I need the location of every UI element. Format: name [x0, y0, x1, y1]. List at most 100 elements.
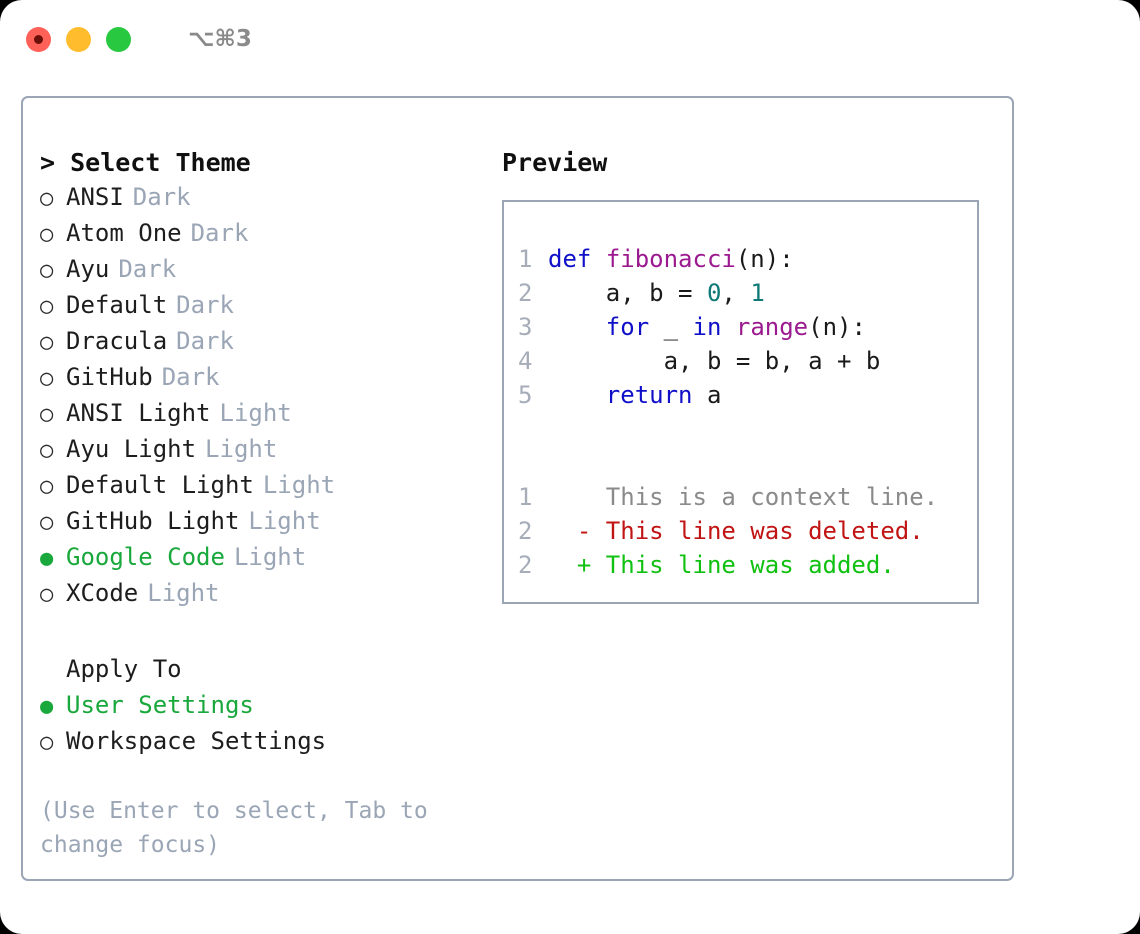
minimize-button[interactable] [66, 26, 91, 52]
diff-sample: 1 This is a context line.2 - This line w… [518, 480, 977, 582]
code-line: 1 def fibonacci(n): [518, 242, 977, 276]
theme-option-label: Atom One [66, 219, 182, 247]
radio-unselected-icon: ○ [40, 366, 54, 391]
theme-option-label: Ayu Light [66, 435, 197, 463]
code-token-plain: a [692, 381, 722, 409]
diff-line-text-add: + This line was added. [548, 551, 895, 579]
keyboard-shortcut-label: ⌥⌘3 [188, 26, 252, 52]
line-number: 1 [518, 245, 533, 273]
theme-option-label: XCode [66, 579, 139, 607]
code-line: 4 a, b = b, a + b [518, 344, 977, 378]
diff-line: 2 + This line was added. [518, 548, 977, 582]
theme-option-label: Google Code [66, 543, 225, 571]
maximize-button[interactable] [106, 26, 131, 52]
theme-option-variant-tag: Dark [118, 255, 177, 283]
radio-unselected-icon: ○ [40, 222, 54, 247]
code-token-plain: , [721, 279, 751, 307]
theme-option-dracula[interactable]: ○ Dracula Dark [40, 324, 493, 360]
theme-option-variant-tag: Light [147, 579, 220, 607]
radio-selected-icon: ● [40, 694, 54, 719]
title-bar: ⌥⌘3 [0, 0, 1140, 78]
theme-option-variant-tag: Dark [161, 363, 220, 391]
code-line-text: for _ in range(n): [548, 310, 866, 344]
preview-title: Preview [502, 148, 608, 177]
theme-option-variant-tag: Light [248, 507, 321, 535]
code-token-plain: a, b = b, a + b [548, 347, 881, 375]
select-theme-header: > Select Theme [40, 148, 251, 177]
apply-to-option-label: Workspace Settings [66, 727, 327, 755]
theme-option-variant-tag: Light [219, 399, 292, 427]
code-line: 3 for _ in range(n): [518, 310, 977, 344]
theme-option-variant-tag: Dark [190, 219, 249, 247]
line-number: 2 [518, 279, 533, 307]
theme-option-label: Ayu [66, 255, 110, 283]
line-number: 3 [518, 313, 533, 341]
theme-option-label: Dracula [66, 327, 168, 355]
code-token-fn: range [735, 313, 809, 341]
code-line-text: a, b = b, a + b [548, 344, 881, 378]
diff-line: 1 This is a context line. [518, 480, 977, 514]
theme-option-label: Default Light [66, 471, 254, 499]
spacer [518, 412, 977, 446]
code-line: 5 return a [518, 378, 977, 412]
theme-option-default-light[interactable]: ○ Default Light Light [40, 468, 493, 504]
bullet-placeholder-icon: ○ [40, 654, 66, 688]
theme-option-ayu[interactable]: ○ Ayu Dark [40, 252, 493, 288]
code-line-text: a, b = 0, 1 [548, 276, 765, 310]
code-token-plain: (n): [808, 313, 866, 341]
radio-unselected-icon: ○ [40, 186, 54, 211]
theme-option-variant-tag: Light [262, 471, 336, 499]
theme-option-label: GitHub Light [66, 507, 240, 535]
recording-indicator-icon [34, 34, 43, 44]
spacer [40, 760, 493, 794]
code-line-text: def fibonacci(n): [548, 242, 794, 276]
code-token-plain: a, b = [548, 279, 707, 307]
theme-option-variant-tag: Dark [132, 183, 191, 211]
theme-option-label: Default [66, 291, 168, 319]
code-token-plain [591, 245, 605, 273]
spacer [40, 612, 493, 652]
code-line-text: return a [548, 378, 722, 412]
theme-option-variant-tag: Dark [176, 291, 234, 319]
theme-option-label: GitHub [66, 363, 153, 391]
close-button[interactable] [26, 26, 51, 52]
code-line: 2 a, b = 0, 1 [518, 276, 977, 310]
theme-option-ayu-light[interactable]: ○ Ayu Light Light [40, 432, 493, 468]
radio-unselected-icon: ○ [40, 474, 54, 499]
radio-unselected-icon: ○ [40, 330, 54, 355]
radio-unselected-icon: ○ [40, 258, 54, 283]
code-token-plain [548, 381, 606, 409]
theme-option-variant-tag: Light [233, 543, 307, 571]
radio-unselected-icon: ○ [40, 730, 54, 755]
theme-option-variant-tag: Dark [176, 327, 234, 355]
apply-to-option-label: User Settings [66, 691, 254, 719]
code-token-fn: fibonacci [605, 245, 736, 273]
code-token-plain [548, 313, 606, 341]
code-token-plain: _ [649, 313, 693, 341]
apply-to-option-user-settings[interactable]: ● User Settings [40, 688, 493, 724]
line-number: 5 [518, 381, 533, 409]
radio-unselected-icon: ○ [40, 402, 54, 427]
apply-to-header-row: ○ Apply To [40, 652, 493, 688]
theme-option-variant-tag: Light [205, 435, 278, 463]
code-token-kw: def [548, 245, 592, 273]
code-token-plain [721, 313, 735, 341]
code-token-num: 1 [750, 279, 765, 307]
apply-to-option-workspace-settings[interactable]: ○ Workspace Settings [40, 724, 493, 760]
theme-option-atom-one[interactable]: ○ Atom One Dark [40, 216, 493, 252]
radio-unselected-icon: ○ [40, 438, 54, 463]
theme-option-xcode[interactable]: ○ XCode Light [40, 576, 493, 612]
line-number: 2 [518, 551, 533, 579]
theme-option-github[interactable]: ○ GitHub Dark [40, 360, 493, 396]
radio-unselected-icon: ○ [40, 582, 54, 607]
